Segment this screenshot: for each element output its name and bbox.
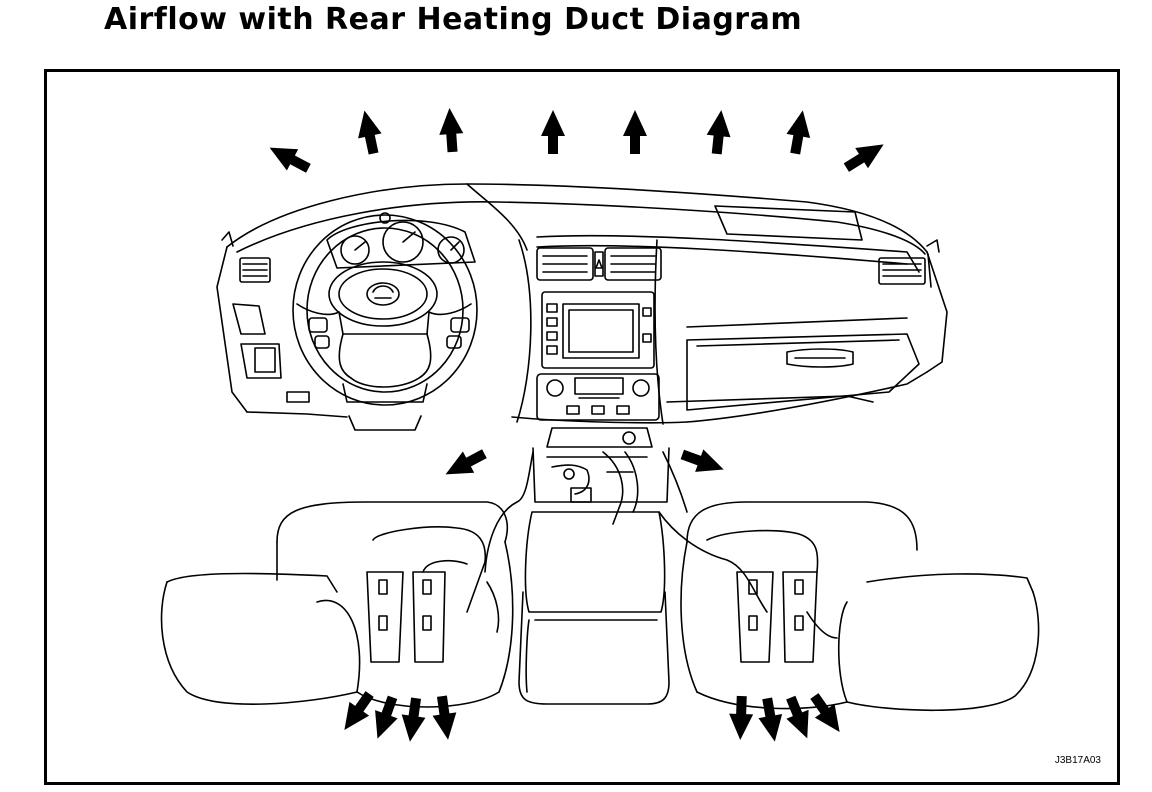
airflow-diagram xyxy=(160,107,1040,744)
left-front-seat xyxy=(160,501,514,708)
airflow-arrow-icon xyxy=(804,689,850,739)
airflow-arrow-icon xyxy=(704,108,734,156)
airflow-arrow-icon xyxy=(334,687,380,737)
airflow-arrow-icon xyxy=(755,696,787,744)
dashboard xyxy=(216,183,948,424)
manufacturer-emblem-icon xyxy=(366,282,400,306)
airflow-arrow-icon xyxy=(623,110,647,154)
airflow-arrow-icon xyxy=(839,134,891,178)
steering-wheel xyxy=(292,212,478,431)
airflow-arrow-icon xyxy=(430,694,460,742)
airflow-arrow-icon xyxy=(541,110,565,154)
airflow-arrow-icon xyxy=(783,108,815,156)
diagram-frame: J3B17A03 xyxy=(44,69,1120,785)
airflow-arrow-icon xyxy=(439,443,491,485)
center-console-stack xyxy=(516,239,670,705)
airflow-arrows-rear-right xyxy=(728,689,850,744)
rear-heating-duct-right xyxy=(658,451,838,663)
airflow-arrow-icon xyxy=(352,107,386,157)
airflow-arrow-icon xyxy=(366,693,404,743)
airflow-arrows-footwell xyxy=(439,443,728,485)
airflow-arrow-icon xyxy=(437,107,465,153)
page-title: Airflow with Rear Heating Duct Diagram xyxy=(104,2,803,37)
rear-heating-duct-left xyxy=(366,451,534,663)
airflow-arrow-icon xyxy=(728,695,754,741)
airflow-arrow-icon xyxy=(263,137,315,179)
figure-code: J3B17A03 xyxy=(1054,755,1101,766)
airflow-arrow-icon xyxy=(398,696,428,744)
airflow-arrow-icon xyxy=(678,443,728,481)
airflow-arrows-rear-left xyxy=(334,687,460,744)
airflow-arrows-defrost xyxy=(263,107,891,179)
